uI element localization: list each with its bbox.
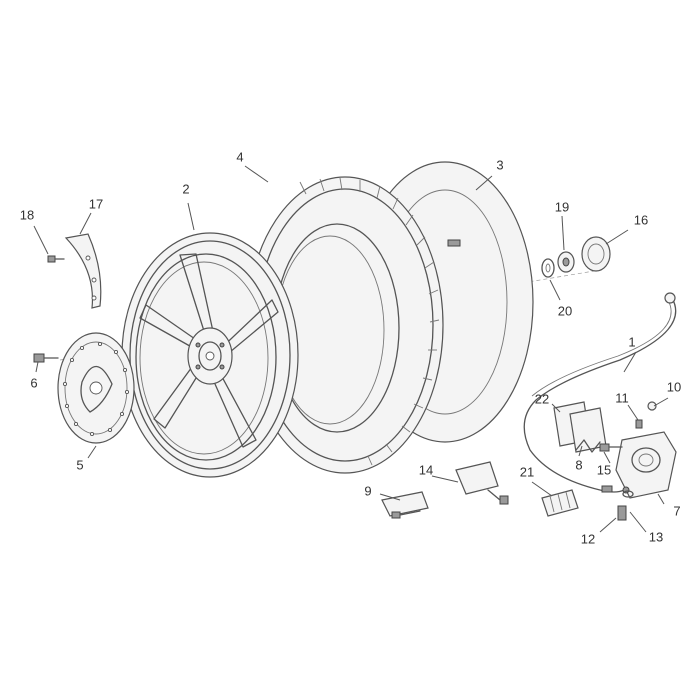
callout-10: 10 [667,379,681,394]
bolt-part-9 [381,491,429,519]
spacer-part-20 [541,258,555,278]
callout-16: 16 [634,212,648,227]
callout-15: 15 [597,462,611,477]
banjo-bolt-part-12 [617,505,627,521]
callout-13: 13 [649,529,663,544]
callout-20: 20 [558,303,572,318]
sensor-ring-part-17 [64,233,102,309]
callout-19: 19 [555,199,569,214]
bleed-cap-part-10 [647,401,657,411]
callout-18: 18 [20,207,34,222]
brake-disc-part-5 [57,332,135,444]
rim-part-2 [121,232,299,478]
callout-11: 11 [615,390,629,405]
callout-8: 8 [575,457,582,472]
screw-part-18 [47,255,65,263]
callout-4: 4 [236,149,243,164]
callout-17: 17 [89,196,103,211]
sleeve-part-21 [541,489,579,517]
brake-hose-part-1 [523,292,677,493]
washer-part-13 [622,490,634,498]
disc-bolt-part-6 [33,353,59,363]
callout-22: 22 [535,391,549,406]
callout-5: 5 [76,457,83,472]
bearing-part-19 [557,251,575,273]
callout-21: 21 [520,464,534,479]
leader-lines [33,165,669,533]
bleed-screw-part-11 [635,419,643,429]
callout-2: 2 [182,181,189,196]
callouts: 1 2 3 4 5 6 7 8 9 10 11 12 13 14 15 16 1… [20,149,681,546]
callout-6: 6 [30,375,37,390]
callout-14: 14 [419,462,433,477]
bracket-part-14 [455,461,509,505]
hub-cap-part-16 [581,236,611,272]
callout-7: 7 [673,503,680,518]
pad-spring-part-8 [575,439,601,453]
pad-pin-part-15 [599,443,623,452]
callout-9: 9 [364,483,371,498]
callout-3: 3 [496,157,503,172]
callout-12: 12 [581,531,595,546]
brake-caliper-part-7 [615,431,677,499]
callout-1: 1 [628,334,635,349]
